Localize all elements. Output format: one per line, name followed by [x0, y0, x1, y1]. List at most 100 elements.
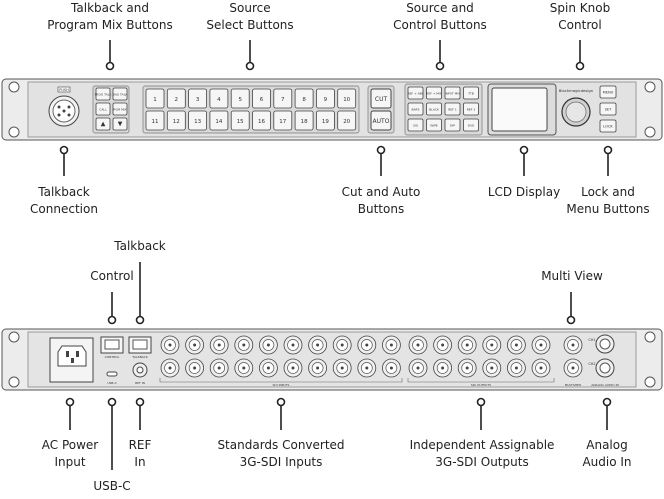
control-button-label: INPUT MIX — [445, 92, 460, 96]
menu-button[interactable]: LOCK — [599, 119, 617, 133]
multiview-bnc-icon — [563, 358, 583, 378]
sdi-input-bnc-icon — [283, 335, 303, 355]
leader-dot — [435, 61, 445, 71]
menu-button-label: SET — [605, 108, 613, 112]
control-button[interactable]: REF 1 — [444, 102, 461, 116]
leader-dot — [105, 61, 115, 71]
auto-button[interactable]: AUTO — [370, 110, 392, 131]
source-button[interactable]: 16 — [252, 110, 271, 131]
source-button-label: 11 — [152, 119, 159, 125]
source-button[interactable]: 13 — [188, 110, 208, 131]
sdi-input-bnc-icon — [332, 358, 352, 378]
source-button[interactable]: 7 — [273, 88, 293, 109]
sdi-output-bnc-icon — [507, 358, 526, 378]
menu-button-label: MENU — [603, 91, 614, 95]
talkback-button[interactable]: PGM MIX — [112, 102, 128, 116]
sdi-input-bnc-icon — [381, 358, 401, 378]
talkback-port-label: TALKBACK — [131, 355, 148, 359]
control-button-label: BARS — [411, 108, 419, 112]
leader-dot — [65, 397, 75, 407]
sdi-input-bnc-icon — [160, 335, 180, 355]
control-button[interactable]: REF + ABS — [407, 86, 424, 100]
label-sdi-inputs: Standards Converted 3G-SDI Inputs — [217, 438, 345, 469]
leader-lock-menu — [603, 145, 613, 176]
leader-sdi-inputs — [276, 397, 286, 430]
talkback-button[interactable]: PROG TALK — [95, 87, 113, 101]
usb-port-label: USB-C — [107, 381, 116, 385]
source-button[interactable]: 20 — [337, 110, 357, 131]
control-button[interactable]: BARS — [407, 102, 424, 116]
label-lock-menu: Lock and Menu Buttons — [566, 185, 650, 216]
talkback-button-label: ▼ — [118, 121, 123, 128]
source-button[interactable]: 3 — [188, 88, 208, 109]
ac-power-connector-icon — [49, 337, 94, 383]
leader-dot — [59, 145, 69, 155]
sdi-input-bnc-icon — [308, 335, 328, 355]
control-button[interactable]: BLACK — [426, 102, 442, 116]
talkback-button[interactable]: CALL — [95, 102, 111, 116]
spin-knob-icon[interactable] — [561, 97, 591, 127]
source-button[interactable]: 5 — [230, 88, 250, 109]
label-spin-knob: Spin Knob Control — [549, 1, 611, 32]
source-button[interactable]: 4 — [209, 88, 229, 109]
talkback-button[interactable]: ▲ — [95, 117, 111, 131]
control-button[interactable]: WIPE — [426, 118, 442, 132]
leader-talkback — [135, 262, 145, 325]
sdi-input-bnc-icon — [357, 358, 377, 378]
sdi-bnc-connectors — [160, 335, 583, 378]
control-button[interactable]: REF + MIX — [426, 86, 442, 100]
control-button[interactable]: REF 2 — [463, 102, 479, 116]
source-button[interactable]: 11 — [145, 110, 165, 131]
source-button[interactable]: 10 — [337, 88, 357, 109]
sdi-output-bnc-icon — [433, 358, 453, 378]
source-button[interactable]: 9 — [315, 88, 335, 109]
talkback-button-label: ▲ — [101, 121, 106, 128]
leader-ref-in — [135, 397, 145, 430]
control-button-label: DIP — [450, 124, 455, 128]
leader-source-select — [245, 40, 255, 71]
source-button-label: 3 — [196, 97, 200, 103]
source-button[interactable]: 14 — [209, 110, 229, 131]
leader-dot — [575, 61, 585, 71]
label-multi-view: Multi View — [541, 269, 603, 283]
source-button[interactable]: 17 — [273, 110, 293, 131]
leader-dot — [135, 315, 145, 325]
control-button[interactable]: INPUT MIX — [444, 86, 461, 100]
label-ref-in: REF In — [128, 438, 152, 469]
cut-button[interactable]: CUT — [370, 88, 392, 109]
sdi-input-bnc-icon — [258, 358, 278, 378]
source-button[interactable]: 19 — [315, 110, 335, 131]
control-button-label: REF 1 — [448, 108, 457, 112]
control-button[interactable]: DIP — [444, 118, 461, 132]
talkback-button[interactable]: ENG TALK — [112, 87, 129, 101]
control-button-label: REF 2 — [467, 108, 476, 112]
xlr-connector-icon: PUSH — [48, 86, 80, 127]
source-button[interactable]: 1 — [145, 88, 165, 109]
source-button[interactable]: 15 — [230, 110, 250, 131]
source-button[interactable]: 8 — [294, 88, 314, 109]
talkback-button-label: PROG TALK — [95, 93, 113, 97]
menu-button-label: LOCK — [603, 125, 613, 129]
menu-button[interactable]: MENU — [599, 85, 617, 99]
menu-button[interactable]: SET — [599, 102, 617, 116]
talkback-button[interactable]: ▼ — [112, 117, 128, 131]
source-button-label: 10 — [343, 97, 350, 103]
control-button[interactable]: SIG — [407, 118, 424, 132]
sdi-output-bnc-icon — [433, 335, 453, 355]
sdi-inputs-bracket-label: SDI INPUTS — [273, 383, 290, 387]
leader-multi-view — [566, 292, 576, 325]
source-button[interactable]: 6 — [252, 88, 271, 109]
control-button[interactable]: TTB — [463, 86, 479, 100]
source-button[interactable]: 2 — [166, 88, 186, 109]
control-button[interactable]: DVE — [463, 118, 479, 132]
source-button[interactable]: 18 — [294, 110, 314, 131]
source-button[interactable]: 12 — [166, 110, 186, 131]
source-button-label: 13 — [194, 119, 201, 125]
cut-label: CUT — [375, 96, 388, 103]
sdi-outputs-bracket-label: SDI OUTPUTS — [471, 383, 491, 387]
analog-port-label: ANALOG AUDIO IN — [591, 383, 618, 387]
source-button-label: 17 — [279, 119, 286, 125]
leader-dot — [476, 397, 486, 407]
